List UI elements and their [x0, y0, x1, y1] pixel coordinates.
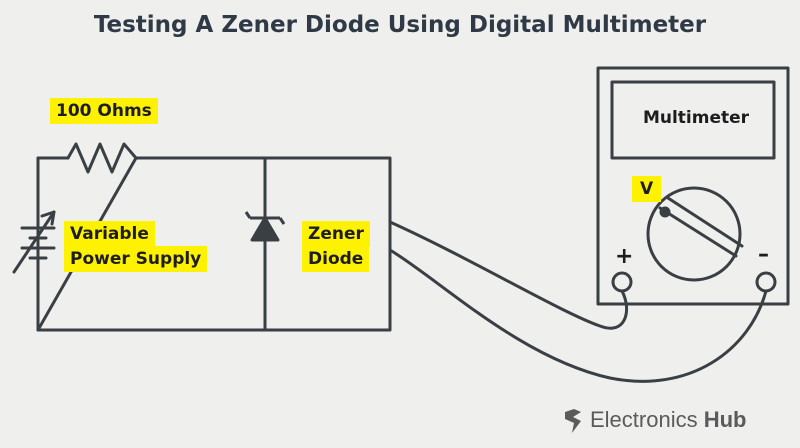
multimeter-dial [646, 186, 742, 282]
electronics-hub-logo-icon [565, 409, 581, 433]
brand-name-part2: Hub [703, 407, 747, 432]
lead-negative [388, 248, 768, 383]
diode-label-line1: Zener [302, 221, 370, 247]
plus-sign: + [615, 244, 634, 269]
brand-wordmark: Electronics Hub [562, 407, 746, 433]
resistor-label: 100 Ohms [50, 98, 158, 124]
probe-leads [388, 220, 768, 383]
lead-positive [388, 220, 629, 330]
voltage-mode-label: V [632, 176, 662, 202]
variable-arrow-icon [12, 210, 56, 274]
dial-pointer-tip [659, 206, 671, 218]
wire-top-right [36, 156, 392, 332]
brand-name-part1: Electronics [590, 407, 698, 432]
minus-sign: – [758, 242, 769, 267]
multimeter-label: Multimeter [642, 108, 750, 128]
supply-label-line1: Variable [64, 221, 155, 247]
positive-terminal [611, 271, 633, 293]
battery-symbol [20, 226, 56, 260]
supply-label-line2: Power Supply [64, 246, 208, 272]
dial-pointer [658, 196, 744, 258]
diagram-title: Testing A Zener Diode Using Digital Mult… [93, 12, 707, 38]
zener-diode-symbol [244, 211, 286, 242]
multimeter-display [610, 80, 776, 160]
negative-terminal [755, 271, 777, 293]
multimeter-body [596, 66, 790, 306]
diode-label-line2: Diode [302, 246, 370, 272]
resistor-zigzag [66, 142, 138, 174]
